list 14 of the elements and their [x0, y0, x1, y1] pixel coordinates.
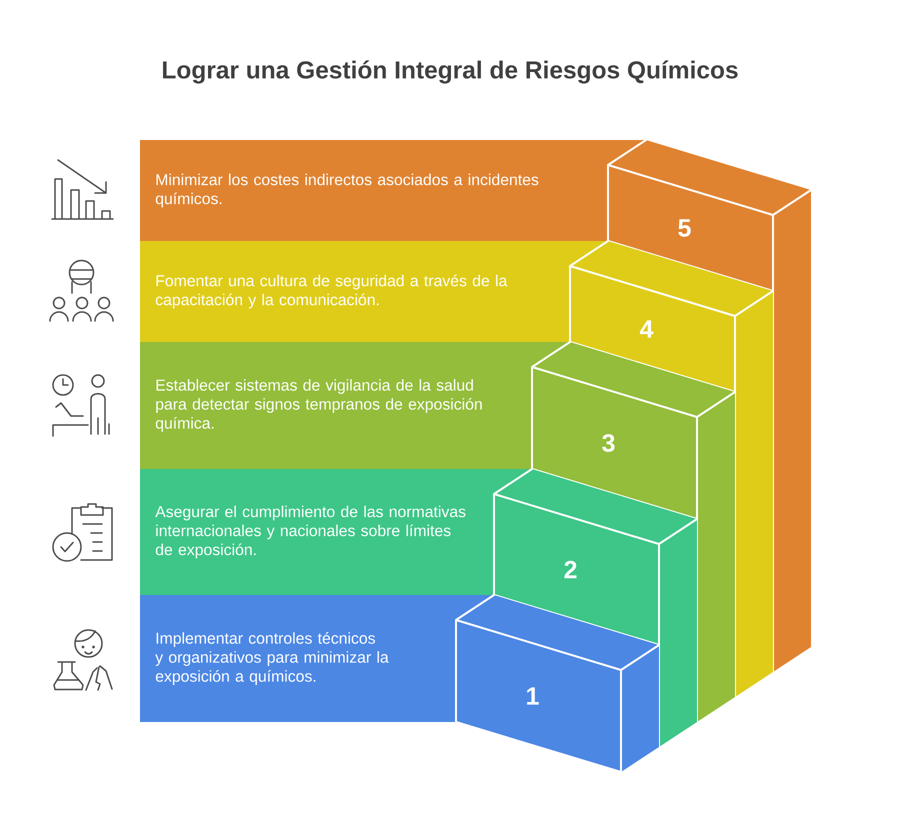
step-description: Fomentar una cultura de seguridad a través de la capacitación y la comunicación.: [156, 274, 508, 308]
step-description: Minimizar los costes indirectos asociados a incidentes químicos.: [156, 174, 538, 208]
step-number: 2: [564, 560, 576, 578]
title: Lograr una Gestión Integral de Riesgos Químicos: [163, 60, 738, 84]
step-block: [140, 341, 736, 723]
step-description: Asegurar el cumplimiento de las normativas internacionales y nacionales sobre límites de exposición.: [155, 506, 466, 558]
step-number: 1: [527, 687, 539, 705]
step-block: [140, 594, 660, 773]
step-description: Establecer sistemas de vigilancia de la salud para detectar signos tempranos de exposición química.: [156, 379, 482, 432]
step-number: 5: [678, 219, 691, 237]
step-number: 3: [602, 434, 615, 452]
step-description: Implementar controles técnicos y organizativos para minimizar la exposición a químicos.: [155, 632, 389, 685]
step-number: 4: [640, 320, 654, 338]
step-block: [140, 468, 698, 748]
